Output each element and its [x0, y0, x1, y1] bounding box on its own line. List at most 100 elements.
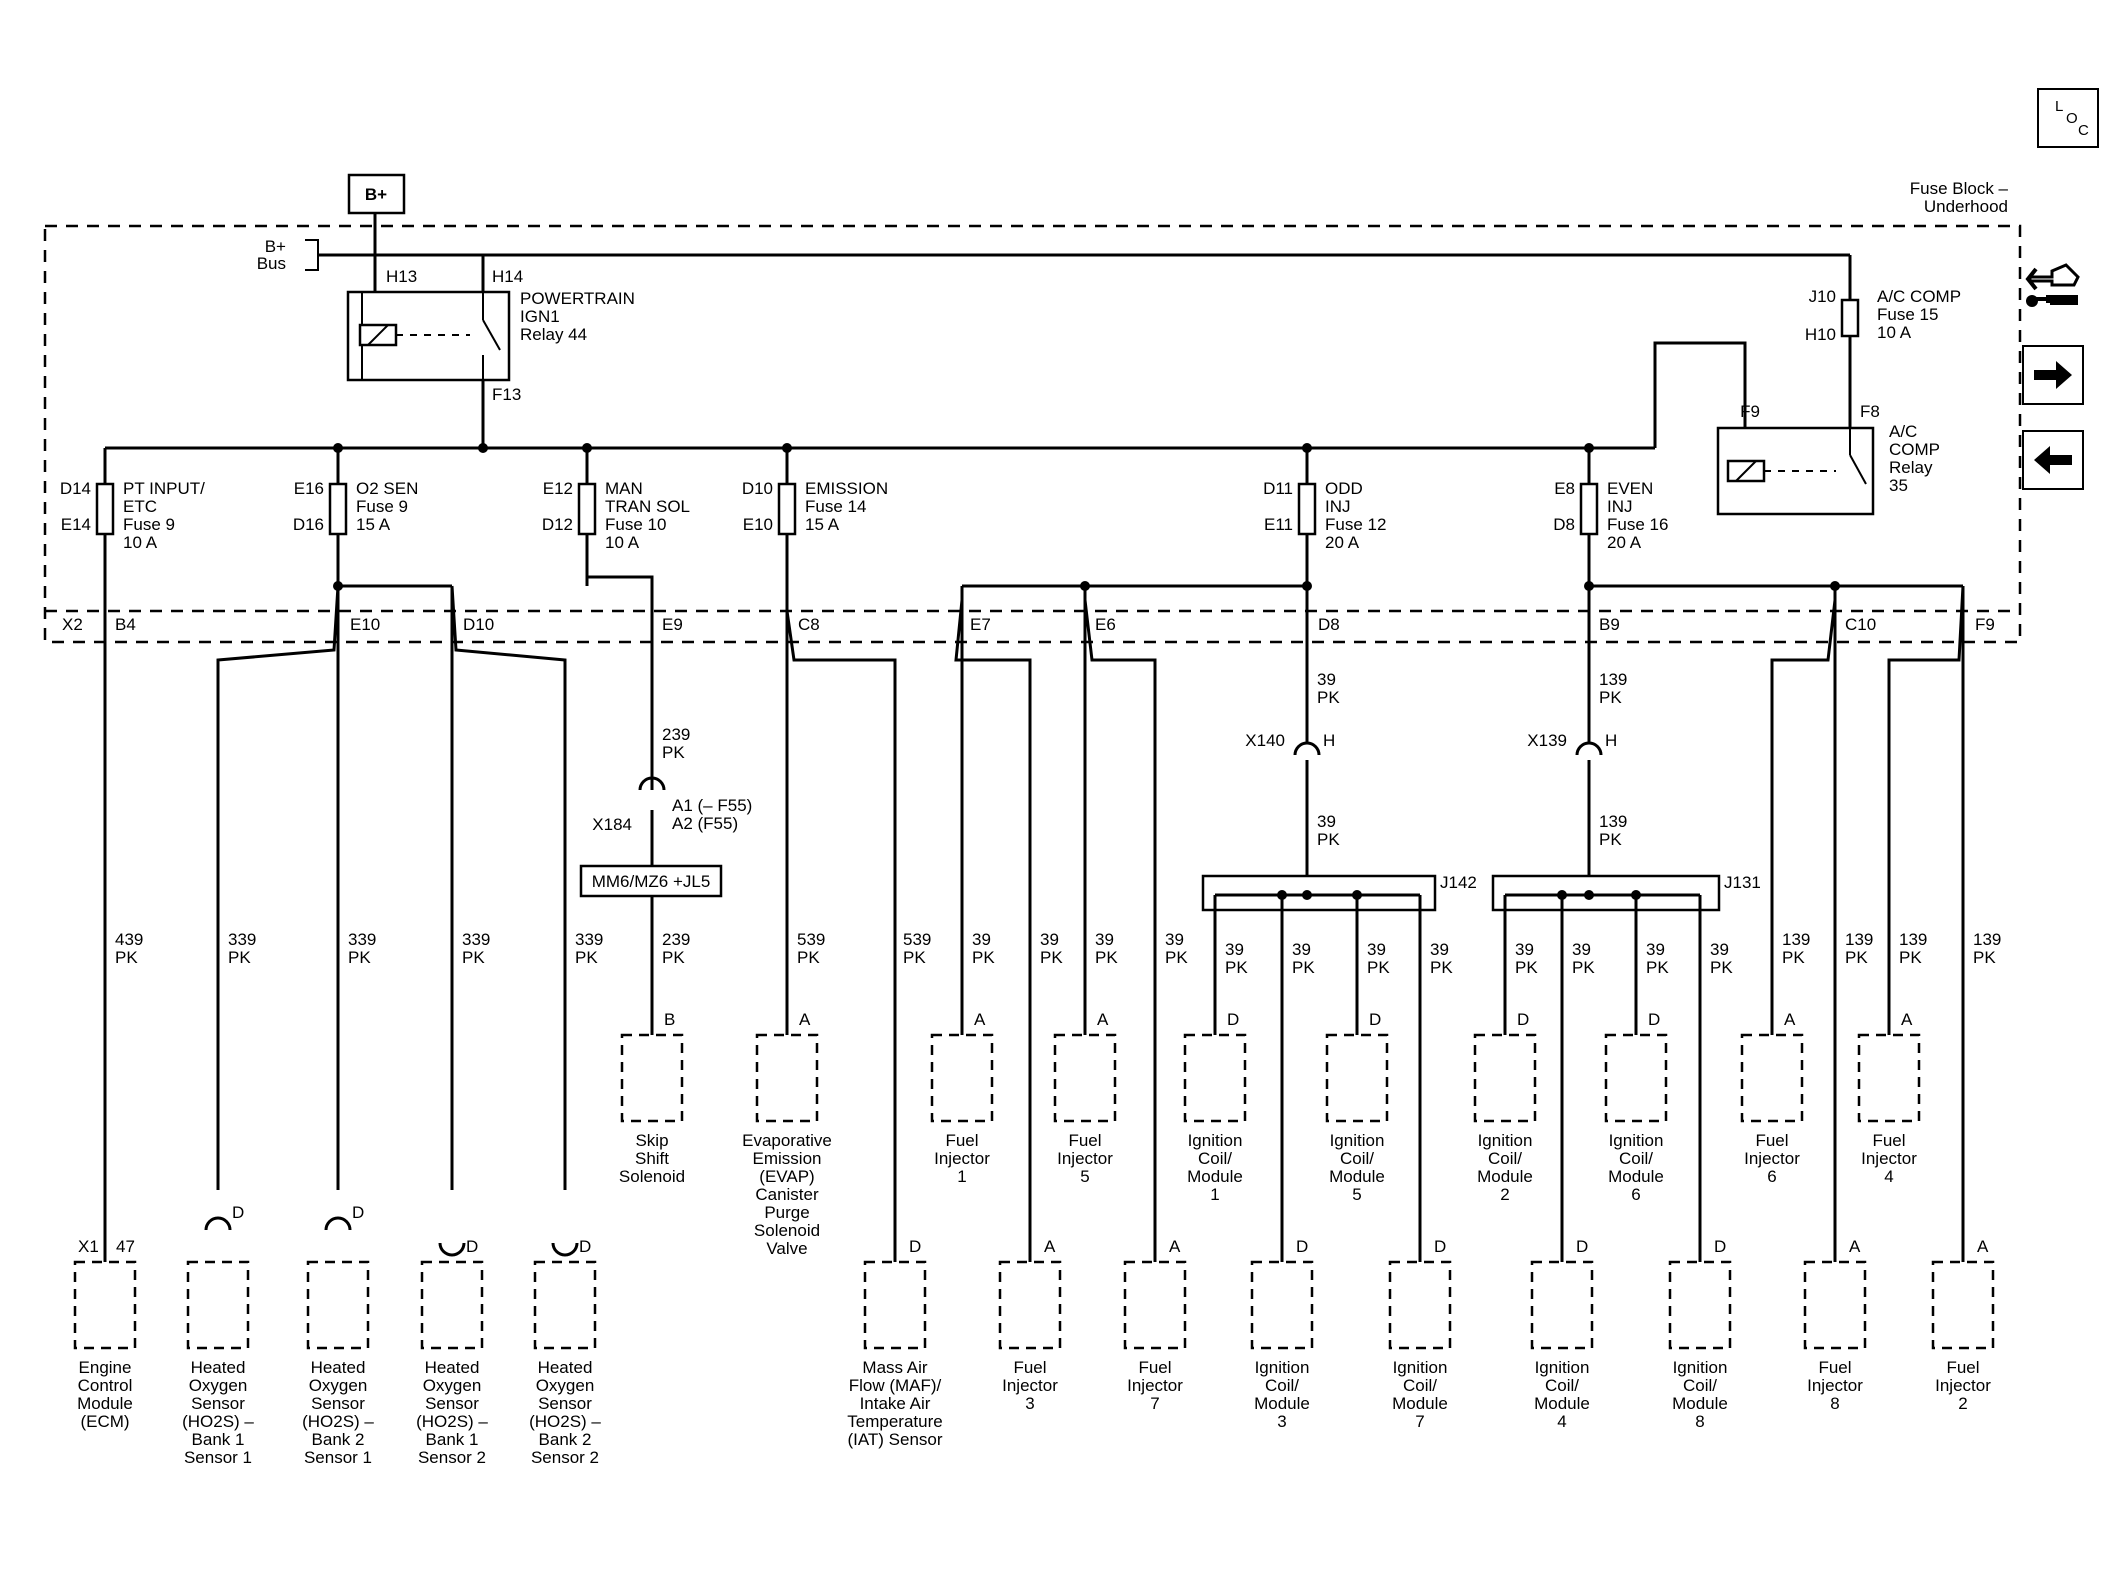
- component-box[interactable]: [1325, 1033, 1389, 1123]
- wire-label-color: PK: [462, 948, 485, 967]
- component-box[interactable]: [620, 1033, 684, 1123]
- fuse-3: [777, 482, 797, 536]
- component-box[interactable]: [1183, 1033, 1247, 1123]
- component-label-line: Coil/: [1403, 1376, 1437, 1395]
- wire-label-color: PK: [1973, 948, 1996, 967]
- component-label-line: Ignition: [1609, 1131, 1664, 1150]
- fuse-pin-bottom: D12: [542, 515, 573, 534]
- component-label-line: Module: [1254, 1394, 1310, 1413]
- component-label-line: Module: [1329, 1167, 1385, 1186]
- wire-label-color: PK: [1782, 948, 1805, 967]
- component-box[interactable]: [998, 1260, 1062, 1350]
- ecm-connector-name: X1: [78, 1237, 99, 1256]
- x2-pin-label: B4: [115, 615, 136, 634]
- component-label-line: Module: [1187, 1167, 1243, 1186]
- fuse-label-line: EVEN: [1607, 479, 1653, 498]
- powertrain-relay-pin-left: H13: [386, 267, 417, 286]
- wire-label-number: 39: [1225, 940, 1244, 959]
- x139-name: X139: [1527, 731, 1567, 750]
- wire-label-color: PK: [1225, 958, 1248, 977]
- component-label-line: Bank 1: [426, 1430, 479, 1449]
- wire-label-number: 39: [1095, 930, 1114, 949]
- wire-label-color: PK: [972, 948, 995, 967]
- component-label-line: Injector: [1807, 1376, 1863, 1395]
- component-box[interactable]: [420, 1260, 484, 1350]
- component-box[interactable]: [1388, 1260, 1452, 1350]
- component-label-line: Temperature: [847, 1412, 942, 1431]
- wire-label-number: 39: [972, 930, 991, 949]
- component-box[interactable]: [533, 1260, 597, 1350]
- component-label-line: 4: [1557, 1412, 1566, 1431]
- component-box[interactable]: [930, 1033, 994, 1123]
- component-box[interactable]: [1250, 1260, 1314, 1350]
- service-tools-button[interactable]: [2022, 255, 2084, 315]
- component-label-line: Module: [1672, 1394, 1728, 1413]
- next-page-button[interactable]: [2022, 345, 2084, 405]
- component-label-line: Coil/: [1683, 1376, 1717, 1395]
- component-pin: A: [974, 1010, 986, 1029]
- component-box[interactable]: [1668, 1260, 1732, 1350]
- component-label-line: Solenoid: [619, 1167, 685, 1186]
- x2-pin-label: D8: [1318, 615, 1340, 634]
- component-label-line: Injector: [1127, 1376, 1183, 1395]
- fuse-label-line: 10 A: [123, 533, 158, 552]
- x184-pin1: A1 (– F55): [672, 796, 752, 815]
- fuse-5: [1579, 482, 1599, 536]
- component-label-line: 3: [1025, 1394, 1034, 1413]
- component-box[interactable]: [1530, 1260, 1594, 1350]
- component-box[interactable]: [863, 1260, 927, 1350]
- previous-page-button[interactable]: [2022, 430, 2084, 490]
- powertrain-relay-pin-out: F13: [492, 385, 521, 404]
- x184-name: X184: [592, 815, 632, 834]
- component-box[interactable]: [306, 1260, 370, 1350]
- component-box[interactable]: [1123, 1260, 1187, 1350]
- component-label-line: Module: [1534, 1394, 1590, 1413]
- component-pin: A: [1977, 1237, 1989, 1256]
- fuse-label-line: 10 A: [605, 533, 640, 552]
- x140-name: X140: [1245, 731, 1285, 750]
- component-label-line: Bank 1: [192, 1430, 245, 1449]
- fuse-pin-bottom: E10: [743, 515, 773, 534]
- component-label-line: (HO2S) –: [182, 1412, 254, 1431]
- component-label-line: Control: [78, 1376, 133, 1395]
- splice-j142: [1201, 874, 1437, 912]
- component-box[interactable]: [1473, 1033, 1537, 1123]
- wire-label-number: 539: [903, 930, 931, 949]
- component-box[interactable]: [1604, 1033, 1668, 1123]
- component-box[interactable]: [1740, 1033, 1804, 1123]
- component-pin: D: [1434, 1237, 1446, 1256]
- component-label-line: Flow (MAF)/: [849, 1376, 942, 1395]
- wire-label-color: PK: [1095, 948, 1118, 967]
- wire-label-number: 539: [797, 930, 825, 949]
- wire-label-number: 339: [348, 930, 376, 949]
- ac-comp-fuse: [1840, 298, 1860, 338]
- component-box[interactable]: [1931, 1260, 1995, 1350]
- component-label-line: Coil/: [1198, 1149, 1232, 1168]
- component-label-line: Sensor: [425, 1394, 479, 1413]
- wire-label-number: 39: [1710, 940, 1729, 959]
- wire-label-number: 139: [1845, 930, 1873, 949]
- component-pin: A: [1849, 1237, 1861, 1256]
- component-box[interactable]: [1053, 1033, 1117, 1123]
- component-label-line: Oxygen: [309, 1376, 368, 1395]
- component-label-line: Purge: [764, 1203, 809, 1222]
- locator-button[interactable]: L O C: [2037, 88, 2099, 148]
- ac-relay-label1: A/C: [1889, 422, 1917, 441]
- component-label-line: Mass Air: [862, 1358, 928, 1377]
- component-box[interactable]: [73, 1260, 137, 1350]
- fuse-pin-bottom: D8: [1553, 515, 1575, 534]
- component-box[interactable]: [1857, 1033, 1921, 1123]
- wire-label-color: PK: [1599, 688, 1622, 707]
- wire-label-number: 39: [1646, 940, 1665, 959]
- component-box[interactable]: [186, 1260, 250, 1350]
- component-box[interactable]: [755, 1033, 819, 1123]
- ecm-connector-pin: 47: [116, 1237, 135, 1256]
- component-label-line: Heated: [538, 1358, 593, 1377]
- component-label-line: Fuel: [1068, 1131, 1101, 1150]
- component-label-line: 8: [1695, 1412, 1704, 1431]
- component-label-line: Sensor 2: [531, 1448, 599, 1467]
- ac-relay-label4: 35: [1889, 476, 1908, 495]
- fuse-label-line: ODD: [1325, 479, 1363, 498]
- component-box[interactable]: [1803, 1260, 1867, 1350]
- component-label-line: Fuel: [1755, 1131, 1788, 1150]
